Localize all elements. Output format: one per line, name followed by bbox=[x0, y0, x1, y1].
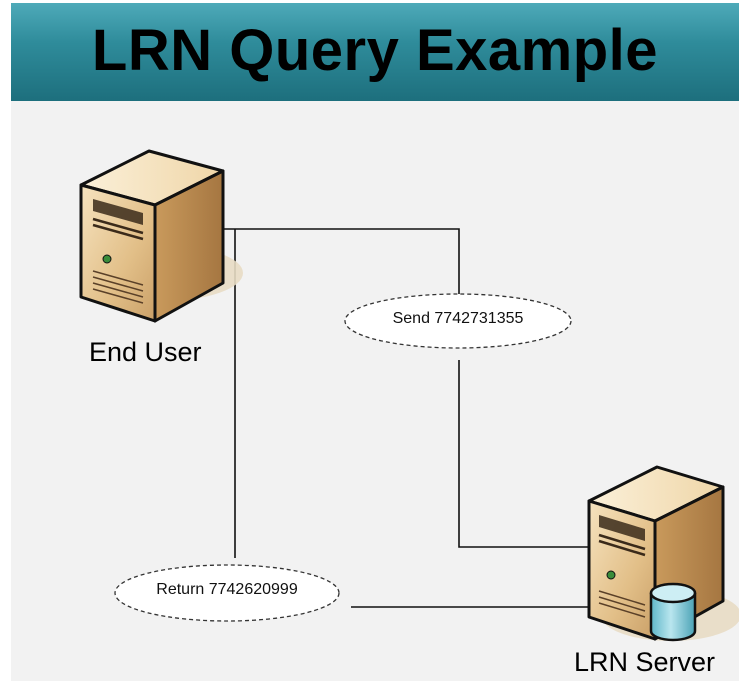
send-message-label: Send 7742731355 bbox=[392, 310, 524, 327]
send-message-bubble bbox=[344, 293, 572, 349]
send-connector-line bbox=[221, 228, 460, 296]
page-title: LRN Query Example bbox=[91, 18, 659, 83]
end-user-server-icon bbox=[79, 149, 243, 323]
send-connector-line-lower bbox=[458, 360, 593, 548]
lrn-server-label: LRN Server bbox=[574, 647, 716, 677]
database-icon bbox=[649, 582, 697, 642]
return-message-label: Return 7742620999 bbox=[156, 581, 298, 598]
slide: LRN Query Example bbox=[11, 3, 739, 681]
diagram-canvas bbox=[79, 149, 739, 642]
title-bar bbox=[11, 3, 739, 101]
return-message-bubble bbox=[114, 564, 340, 622]
end-user-label: End User bbox=[89, 337, 202, 367]
